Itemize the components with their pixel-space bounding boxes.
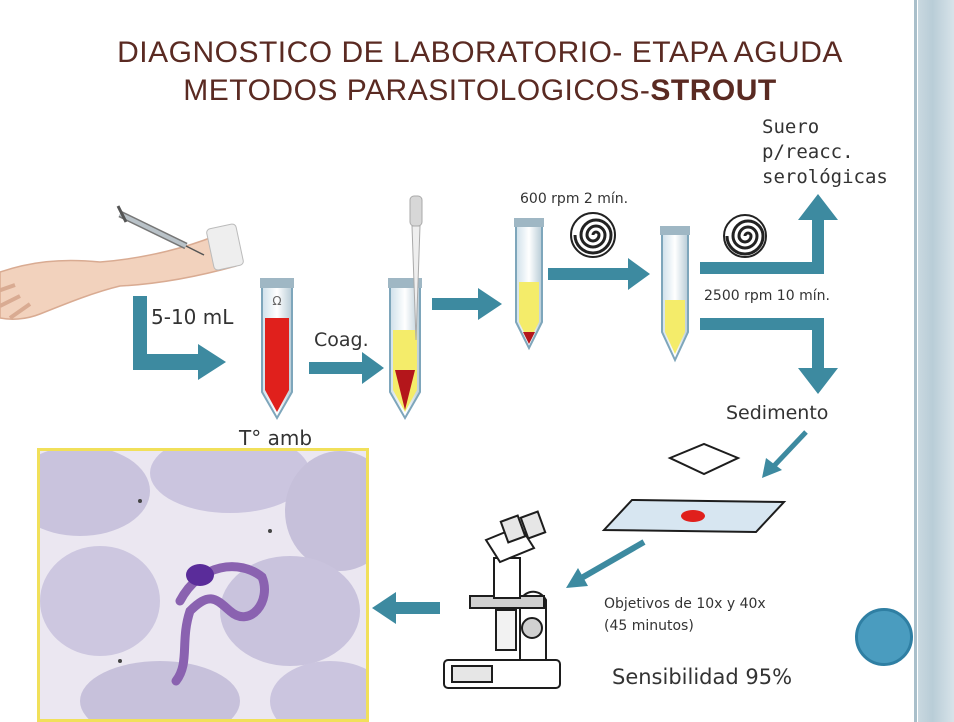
- slide-icon: [601, 498, 787, 534]
- title-bold: STROUT: [650, 74, 777, 107]
- arrow-to-slide: [770, 430, 808, 470]
- slide-sidebar: [918, 0, 954, 722]
- suero-label: Suero p/reacc. serológicas: [762, 115, 888, 190]
- spin-1-label: 600 rpm 2 mín.: [520, 191, 629, 207]
- centrifuge-spiral-icon: [723, 214, 767, 258]
- volume-label: 5-10 mL: [151, 305, 234, 329]
- pipette-icon: [409, 195, 423, 341]
- arrow-coag: [309, 352, 384, 384]
- sidebar-divider: [914, 0, 917, 722]
- test-tube-icon: [514, 218, 544, 351]
- test-tube-icon: [660, 226, 690, 363]
- arm-syringe-icon: [0, 205, 244, 320]
- coverslip-icon: [667, 442, 741, 476]
- trypanosome-micrograph: [37, 448, 369, 722]
- title-line-2: METODOS PARASITOLOGICOS-STROUT: [0, 74, 954, 108]
- arrow-to-microscope: [576, 539, 646, 583]
- objetivos-line-2: (45 minutos): [604, 618, 694, 634]
- suero-line-2: p/reacc.: [762, 141, 854, 163]
- suero-line-3: serológicas: [762, 166, 888, 188]
- arrow-to-tube-3: [432, 288, 502, 320]
- sensibilidad-label: Sensibilidad 95%: [612, 665, 793, 689]
- microscope-icon: [443, 510, 561, 689]
- centrifuge-spiral-icon: [570, 212, 616, 258]
- spin-2-label: 2500 rpm 10 mín.: [704, 288, 830, 304]
- arrow-to-sedimento: [700, 318, 838, 394]
- title-line-1: DIAGNOSTICO DE LABORATORIO- ETAPA AGUDA: [117, 36, 843, 69]
- objetivos-label: Objetivos de 10x y 40x (45 minutos): [604, 593, 766, 637]
- suero-line-1: Suero: [762, 116, 820, 138]
- objetivos-line-1: Objetivos de 10x y 40x: [604, 596, 766, 612]
- arrow-to-micrograph: [372, 592, 440, 624]
- title-prefix: METODOS PARASITOLOGICOS-: [183, 74, 651, 107]
- test-tube-icon: Ω: [260, 278, 294, 421]
- svg-text:Ω: Ω: [272, 294, 281, 308]
- corner-dot: [855, 608, 913, 666]
- sedimento-label: Sedimento: [726, 402, 829, 424]
- arrow-to-tube-1: [133, 296, 226, 380]
- arrow-to-tube-4: [548, 258, 650, 290]
- arrow-to-suero: [700, 194, 838, 274]
- coag-label: Coag.: [314, 329, 369, 351]
- micrograph-art: [40, 451, 366, 719]
- temp-label: T° amb: [239, 426, 313, 450]
